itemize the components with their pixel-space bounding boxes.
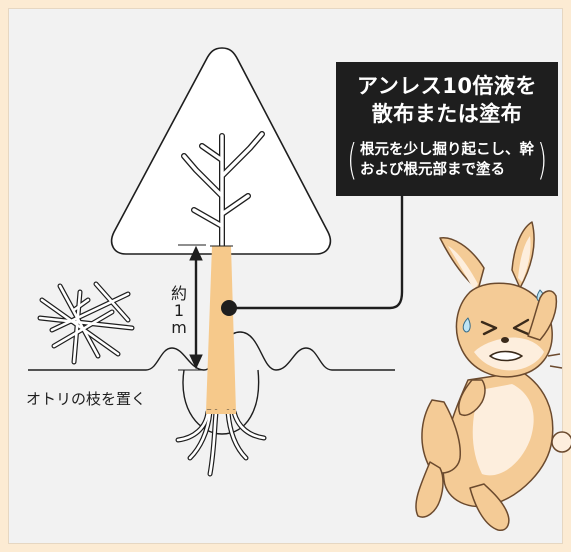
callout-sub-text: 根元を少し掘り起こし、幹 および根元部まで塗る — [360, 140, 534, 180]
callout-sub-line-1: 根元を少し掘り起こし、幹 — [360, 142, 534, 158]
ground-line — [28, 331, 395, 371]
planting-hole — [182, 369, 260, 435]
leader-dot — [221, 300, 237, 316]
callout-line-2: 散布または塗布 — [371, 102, 523, 126]
paren-close: ) — [537, 135, 548, 184]
rabbit-illustration — [415, 221, 571, 531]
measure-arrow — [178, 244, 206, 371]
paren-open: ( — [346, 135, 357, 184]
decoy-branches — [37, 281, 135, 365]
height-label-line-3: m — [171, 318, 187, 337]
instruction-callout: アンレス10倍液を 散布または塗布 ( 根元を少し掘り起こし、幹 および根元部ま… — [336, 62, 558, 196]
leader-line — [229, 196, 404, 310]
tree-trunk — [206, 246, 236, 412]
callout-line-1: アンレス10倍液を — [357, 74, 537, 98]
decoy-branch-label: オトリの枝を置く — [26, 390, 147, 408]
callout-sub: ( 根元を少し掘り起こし、幹 および根元部まで塗る ) — [336, 136, 558, 184]
height-label: 約 1 m — [168, 285, 190, 336]
callout-sub-line-2: および根元部まで塗る — [360, 162, 505, 178]
tree-roots — [175, 409, 267, 477]
height-label-line-2: 1 — [173, 301, 185, 320]
height-label-line-1: 約 — [170, 284, 187, 303]
